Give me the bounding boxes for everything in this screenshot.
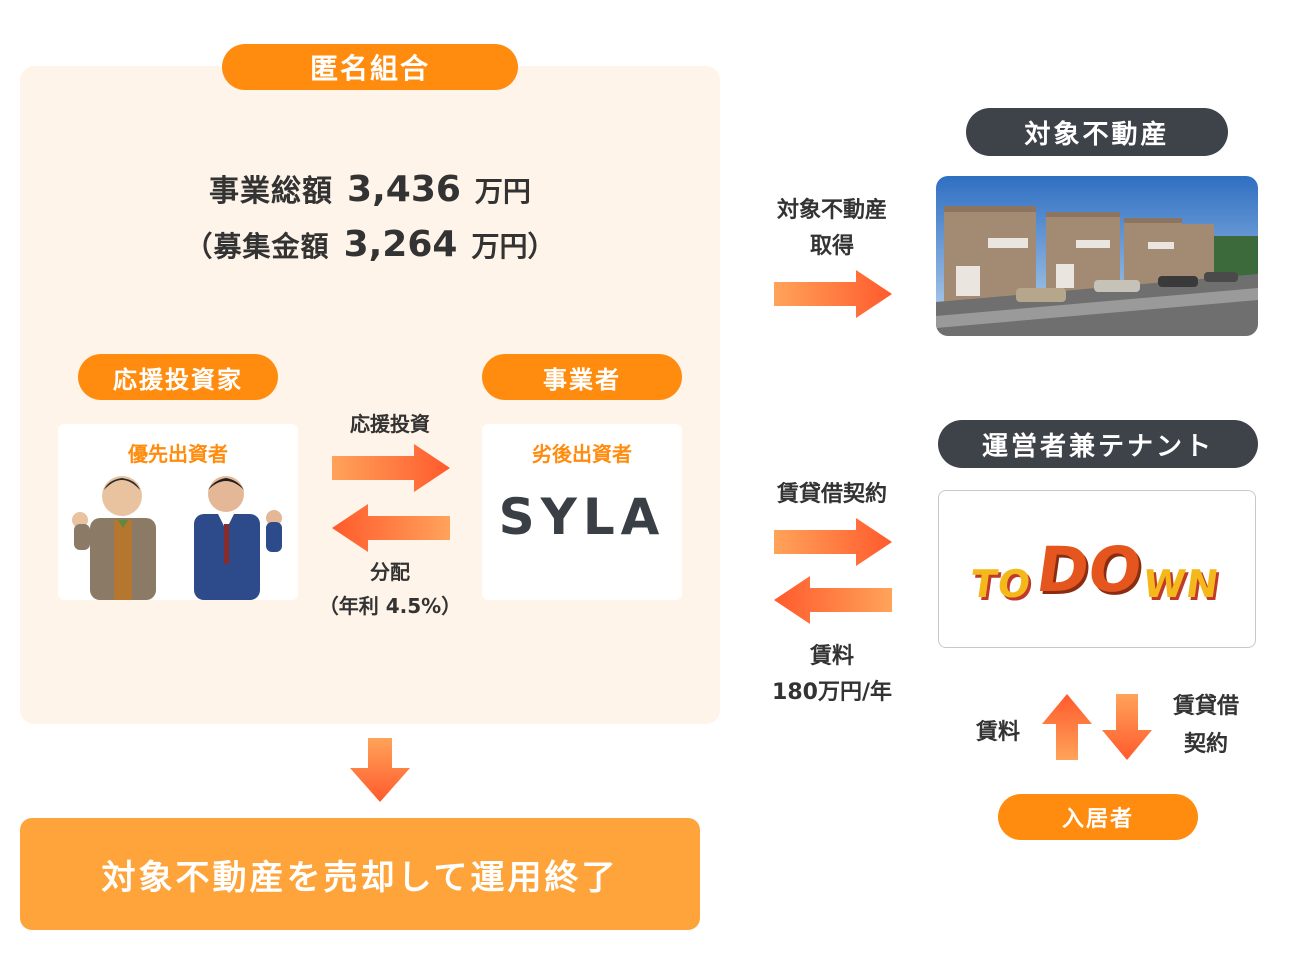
investor-tag: 応援投資家 <box>78 354 278 400</box>
tenant-tag: 運営者兼テナント <box>938 420 1258 468</box>
raise-value: 3,264 <box>343 224 458 265</box>
acquire-label-line2: 取得 <box>809 234 854 259</box>
todown-logo-to: TO <box>967 561 1035 606</box>
rent-arrow-icon <box>774 576 892 624</box>
investor-card: 優先出資者 <box>58 424 298 600</box>
todown-logo-card: TO DO WN <box>938 490 1256 648</box>
invest-arrow-icon <box>332 444 450 492</box>
raise-label: （募集金額 <box>184 230 330 263</box>
todown-logo-wn: WN <box>1140 561 1223 606</box>
resident-tag: 入居者 <box>998 794 1198 840</box>
exit-label: 対象不動産を売却して運用終了 <box>101 857 619 898</box>
distribute-label: 分配 <box>370 560 410 584</box>
total-label: 事業総額 <box>209 174 334 209</box>
anonymous-partnership-title: 匿名組合 <box>222 44 518 90</box>
resident-lease-down-arrow-icon <box>1102 694 1152 760</box>
operator-card: 劣後出資者 SYLA <box>482 424 682 600</box>
exit-down-arrow-icon <box>348 738 412 802</box>
property-photo <box>936 176 1258 336</box>
distribute-rate: （年利 4.5%） <box>318 594 462 618</box>
resident-lease-line2: 契約 <box>1183 732 1228 757</box>
total-unit: 万円 <box>474 175 531 208</box>
lease-label: 賃貸借契約 <box>776 482 887 507</box>
todown-logo-do: DO <box>1032 532 1147 606</box>
rent-label: 賃料 <box>809 644 854 669</box>
investor-card-title: 優先出資者 <box>128 442 228 466</box>
acquire-label-line1: 対象不動産 <box>776 198 887 223</box>
distribute-arrow-icon <box>332 504 450 552</box>
exit-banner: 対象不動産を売却して運用終了 <box>20 818 700 930</box>
operator-tag: 事業者 <box>482 354 682 400</box>
acquire-arrow-icon <box>774 270 892 318</box>
lease-arrow-icon <box>774 518 892 566</box>
total-amount-line: 事業総額 3,436 万円 <box>20 166 720 210</box>
resident-rent-up-arrow-icon <box>1042 694 1092 760</box>
operator-card-title: 劣後出資者 <box>532 442 632 466</box>
invest-label: 応援投資 <box>350 412 430 436</box>
total-value: 3,436 <box>347 169 461 210</box>
property-tag: 対象不動産 <box>966 108 1228 156</box>
supporters-photo <box>72 476 282 600</box>
raise-amount-line: （募集金額 3,264 万円） <box>20 224 720 265</box>
syla-logo: SYLA <box>498 488 666 546</box>
raise-unit: 万円） <box>471 230 556 263</box>
resident-lease-line1: 賃貸借 <box>1172 694 1239 719</box>
resident-rent-label: 賃料 <box>975 720 1020 745</box>
todown-logo: TO DO WN <box>968 533 1226 606</box>
rent-amount: 180万円/年 <box>772 680 892 705</box>
